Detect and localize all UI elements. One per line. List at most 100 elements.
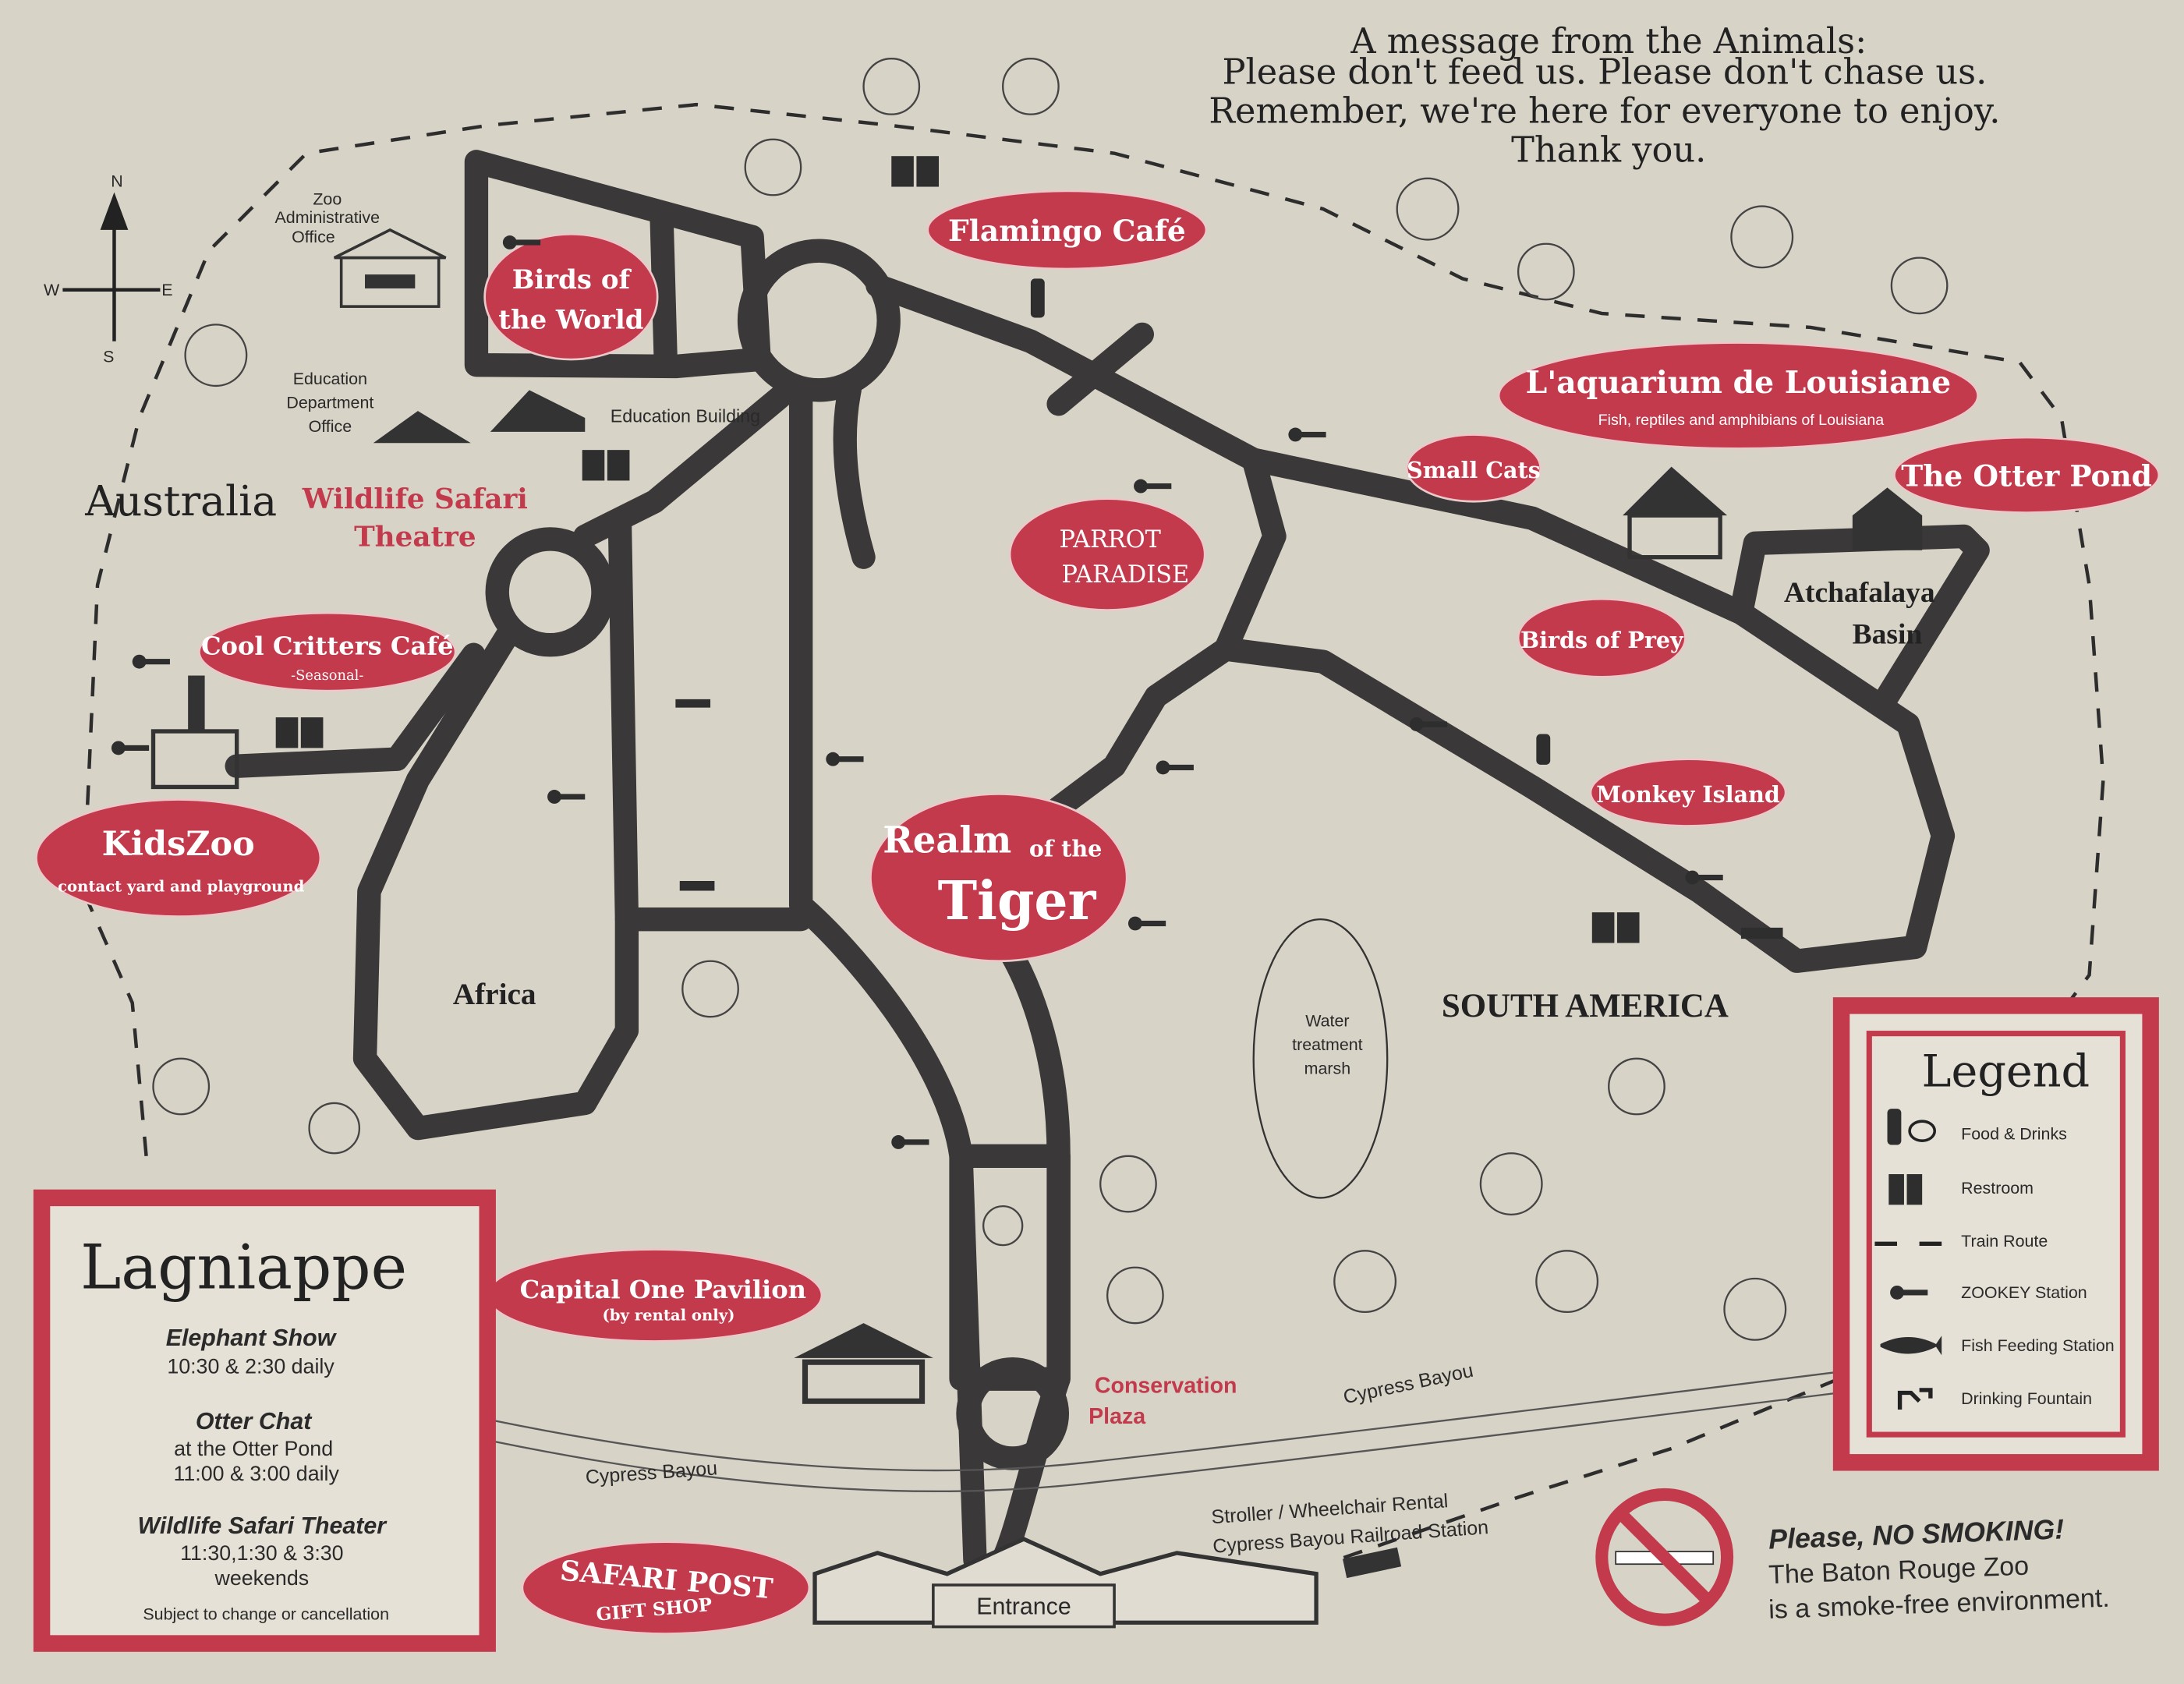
exhibit-sublabel: (by rental only) (602, 1307, 734, 1325)
marsh-label: treatment (1292, 1035, 1363, 1054)
exhibit-label: Tiger (938, 870, 1097, 932)
restroom-icon (607, 450, 630, 481)
exhibit-label: The Otter Pond (1901, 459, 2152, 494)
show-name: Wildlife Safari Theater (138, 1513, 388, 1539)
cypress-bayou (494, 1371, 1839, 1472)
exhibit-monkey-island[interactable]: Monkey Island (1589, 758, 1787, 827)
tree-icon (1002, 58, 1060, 115)
tree-icon (308, 1102, 361, 1155)
restroom-icon (891, 156, 914, 187)
exhibit-safari-post-gift-shop[interactable]: SAFARI POST GIFT SHOP (521, 1541, 811, 1635)
atchafalaya-label: Basin (1853, 618, 1923, 650)
tree-icon (744, 138, 802, 196)
wildlife-theatre-label: Theatre (354, 520, 476, 553)
exhibit-otter-pond[interactable]: The Otter Pond (1893, 436, 2161, 514)
zookey-icon (132, 654, 170, 669)
show-detail: at the Otter Pond (174, 1437, 333, 1460)
exhibit-flamingo-cafe[interactable]: Flamingo Café (926, 189, 1208, 271)
zookey-icon (111, 741, 150, 755)
education-office-icon (373, 411, 471, 444)
zookey-icon (826, 752, 864, 766)
message-line: Thank you. (1511, 129, 1706, 170)
zookey-icon (1409, 717, 1448, 731)
exhibit-label: Flamingo Café (948, 214, 1186, 248)
education-building-label: Education Building (611, 405, 760, 426)
conservation-plaza-label: Plaza (1088, 1404, 1146, 1429)
exhibit-parrot-paradise[interactable]: PARROT PARADISE (1008, 497, 1206, 611)
exhibit-capital-one-pavilion[interactable]: Capital One Pavilion (by rental only) (486, 1248, 823, 1343)
exhibit-label: Realm (883, 818, 1011, 861)
legend-label: ZOOKEY Station (1961, 1283, 2087, 1302)
show-time: 11:30,1:30 & 3:30 (180, 1541, 343, 1565)
education-office-label: Office (309, 417, 352, 436)
entrance-label: Entrance (976, 1594, 1071, 1620)
entrance-building[interactable]: Entrance (812, 1537, 1319, 1629)
exhibit-label: of the (1029, 836, 1102, 862)
zookey-icon (1685, 870, 1723, 885)
admin-building-icon (333, 228, 447, 308)
legend-title: Legend (1922, 1046, 2090, 1098)
exhibit-birds-of-prey[interactable]: Birds of Prey (1517, 597, 1687, 678)
tree-icon (1333, 1250, 1397, 1314)
exhibit-sublabel: contact yard and playground (58, 877, 304, 895)
show-time: 10:30 & 2:30 daily (167, 1354, 335, 1378)
tree-icon (1723, 1277, 1787, 1341)
drink-bottle-icon (1030, 278, 1045, 318)
exhibit-label: PARROT (1060, 526, 1161, 554)
lagniappe-title: Lagniappe (80, 1232, 407, 1304)
kidszoo-building-icon (150, 675, 239, 790)
legend-item: Drinking Fountain (1897, 1388, 2092, 1410)
exhibit-label: Small Cats (1407, 457, 1541, 483)
water-treatment-marsh (1252, 918, 1389, 1199)
restroom-icon (1591, 912, 1615, 943)
south-america-label: SOUTH AMERICA (1442, 988, 1729, 1024)
exhibit-label: Birds of (512, 264, 632, 295)
exhibit-label: L'aquarium de Louisiane (1526, 365, 1951, 401)
lagniappe-note: Subject to change or cancellation (143, 1605, 389, 1624)
train-icon (1343, 1547, 1402, 1579)
tree-icon (862, 58, 921, 115)
atchafalaya-label: Atchafalaya (1784, 577, 1935, 609)
education-office-label: Education (293, 370, 367, 388)
atchafalaya-building-icon (1623, 466, 1923, 560)
zookey-icon (1890, 1285, 1928, 1300)
zoo-admin-label: Office (292, 228, 335, 246)
restroom-icon (275, 717, 299, 748)
exhibit-label: the World (498, 305, 643, 336)
zoo-admin-label: Administrative (275, 208, 381, 227)
food-drinks-icon (1887, 1109, 1902, 1145)
exhibit-sublabel: -Seasonal- (291, 667, 363, 684)
compass-north: N (111, 172, 122, 191)
tree-icon (1517, 242, 1575, 301)
exhibit-small-cats[interactable]: Small Cats (1405, 433, 1542, 503)
restroom-icon (582, 450, 605, 481)
restroom-icon (1616, 912, 1640, 943)
conservation-plaza-label: Conservation (1095, 1374, 1237, 1399)
zookey-icon (1156, 760, 1194, 775)
legend-item: Restroom (1888, 1174, 2034, 1205)
zookey-icon (1127, 916, 1166, 931)
exhibit-cool-critters-cafe[interactable]: Cool Critters Café -Seasonal- (198, 611, 457, 692)
no-smoking-icon (1595, 1488, 1734, 1626)
tree-icon (1396, 177, 1460, 241)
fish-icon (1880, 1336, 1942, 1356)
exhibit-realm-of-the-tiger[interactable]: Realm of the Tiger (869, 793, 1128, 963)
tree-icon (152, 1057, 211, 1116)
zookey-icon (547, 790, 586, 804)
exhibit-kidszoo[interactable]: KidsZoo contact yard and playground (35, 798, 322, 918)
exhibit-birds-of-the-world[interactable]: Birds of the World (483, 232, 659, 361)
exhibit-aquarium[interactable]: L'aquarium de Louisiane Fish, reptiles a… (1497, 341, 1979, 450)
australia-label: Australia (84, 476, 277, 525)
marsh-label: Water (1305, 1012, 1349, 1031)
compass-south: S (103, 348, 114, 366)
legend-item: Food & Drinks (1887, 1109, 2067, 1145)
exhibit-label: Birds of Prey (1520, 627, 1684, 653)
zookey-icon (502, 235, 541, 249)
paths (225, 150, 1990, 1573)
tree-icon (1890, 256, 1949, 315)
animal-message: A message from the Animals: Please don't… (1209, 21, 2000, 170)
tree-icon (1730, 205, 1794, 269)
zookey-icon (1134, 479, 1172, 494)
lagniappe-box: Lagniappe Elephant Show 10:30 & 2:30 dai… (33, 1189, 496, 1652)
